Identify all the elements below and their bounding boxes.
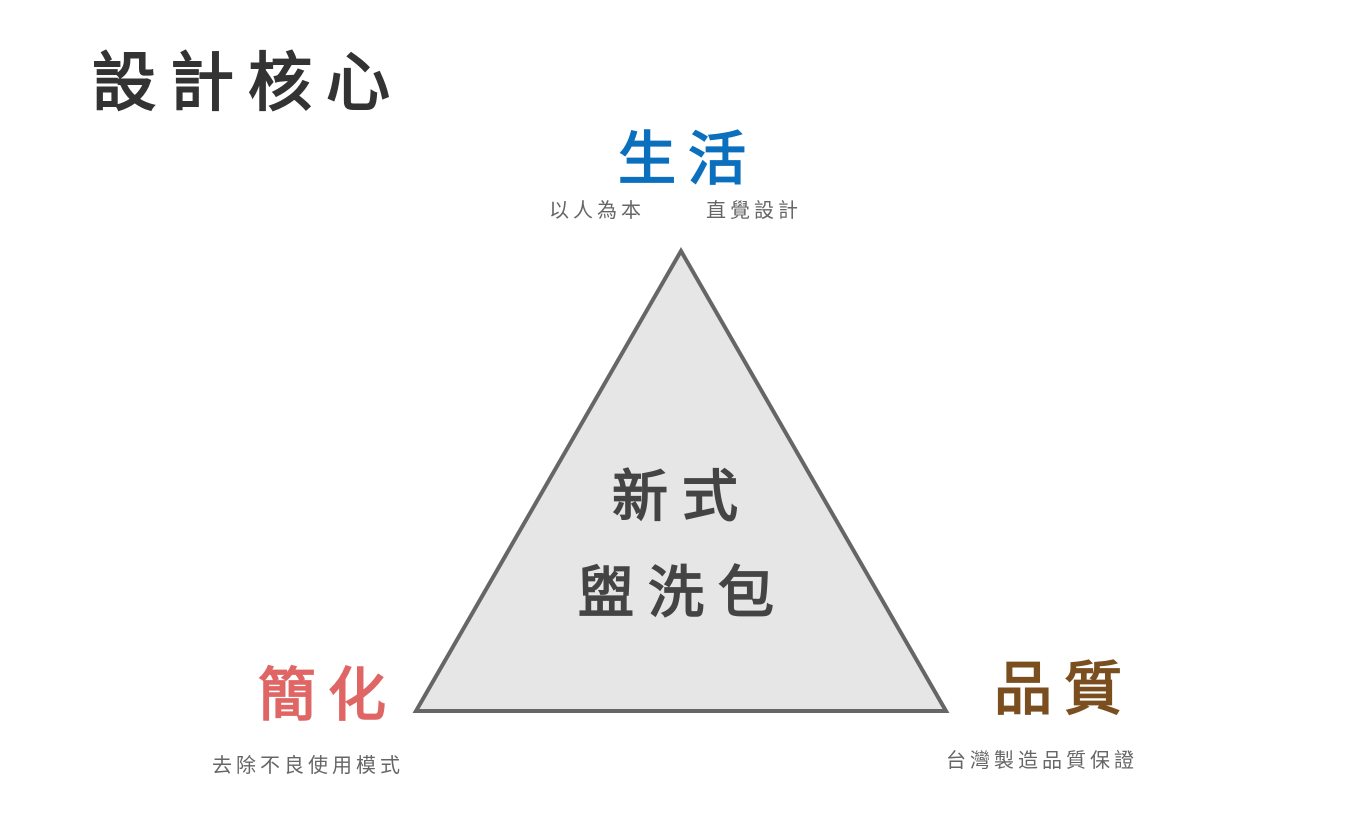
right-vertex-title: 品質 [994,655,1135,723]
left-vertex-title: 簡化 [258,661,399,729]
left-vertex-subtitle: 去除不良使用模式 [212,753,404,777]
center-label-line-1: 新式 [612,465,752,530]
core-triangle [412,246,950,713]
top-vertex-subtitle-2: 直覺設計 [706,198,802,222]
page-title: 設計核心 [92,47,404,121]
right-vertex-subtitle: 台灣製造品質保證 [946,748,1138,772]
center-label-line-2: 盥洗包 [578,561,788,626]
top-vertex-subtitle-1: 以人為本 [549,198,645,222]
top-vertex-title: 生活 [618,125,759,193]
